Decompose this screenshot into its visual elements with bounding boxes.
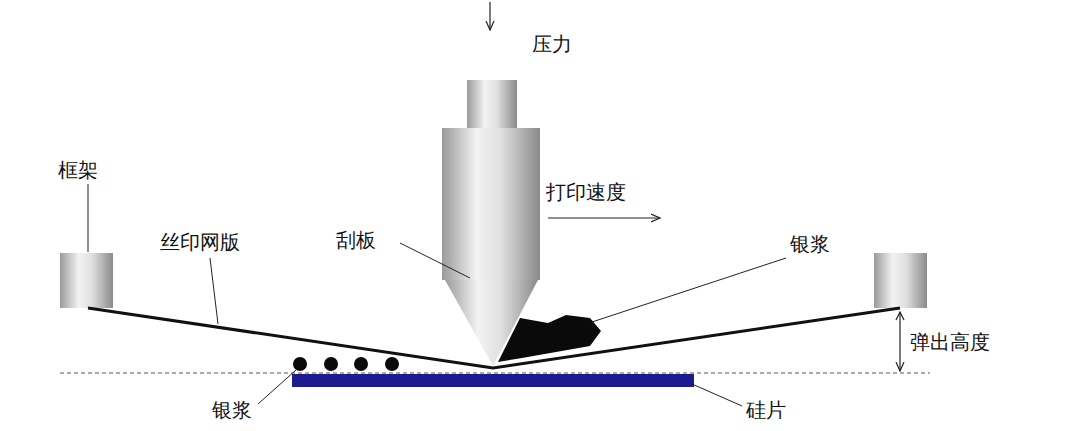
paste-dot — [385, 357, 399, 371]
silver-paste-blob — [498, 315, 601, 362]
leader-line — [88, 184, 89, 252]
leader-line — [692, 384, 742, 406]
part-label: 打印速度 — [546, 180, 626, 204]
paste-dot — [324, 357, 338, 371]
part-label: 银浆 — [790, 232, 830, 256]
part-label: 框架 — [58, 158, 98, 182]
part-label: 刮板 — [336, 228, 376, 252]
leader-line — [400, 243, 470, 278]
speed-arrow — [548, 217, 660, 218]
part-label: 压力 — [532, 32, 572, 56]
paste-dot — [354, 357, 368, 371]
leader-line — [210, 258, 218, 324]
silicon-wafer — [292, 374, 694, 387]
frame-left — [60, 253, 113, 308]
snap-off-arrow — [899, 312, 900, 371]
baseline — [60, 373, 930, 374]
leader-line — [592, 258, 786, 322]
pressure-arrow — [489, 2, 490, 30]
leader-line — [258, 370, 296, 404]
part-label: 硅片 — [746, 398, 786, 422]
paste-dot — [293, 357, 307, 371]
frame-right — [874, 253, 927, 308]
part-label: 银浆 — [212, 398, 252, 422]
squeegee-body — [442, 128, 540, 280]
part-label: 弹出高度 — [910, 330, 990, 354]
part-label: 丝印网版 — [160, 230, 240, 254]
squeegee-cap — [467, 80, 517, 128]
